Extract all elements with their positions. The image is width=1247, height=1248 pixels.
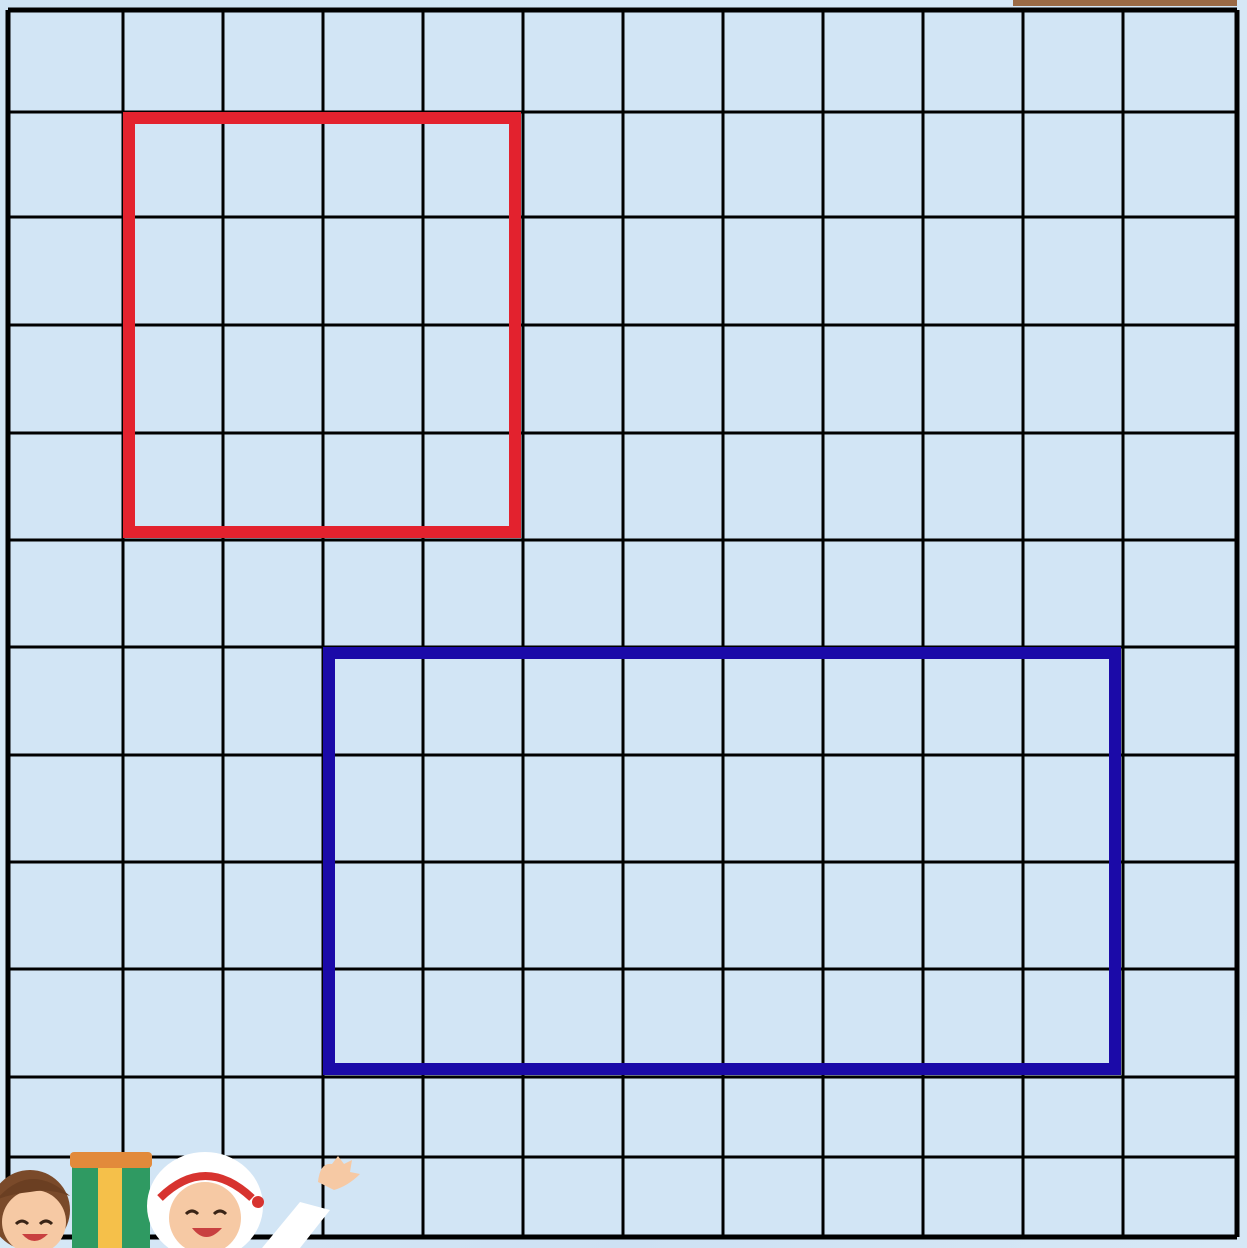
cartoon-kids-illustration [0,1140,370,1248]
grid-lines [8,10,1237,1237]
gift-box [70,1152,152,1248]
girl-figure [147,1152,360,1248]
boy-figure [0,1170,70,1248]
